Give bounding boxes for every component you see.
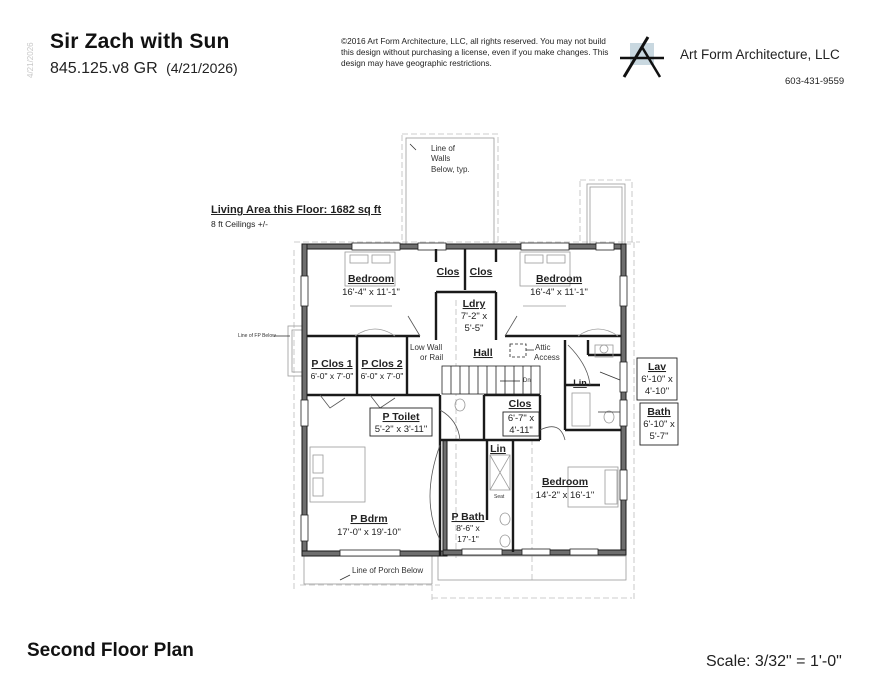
room-lin-1-label: Lin xyxy=(490,443,506,455)
room-p-bath-label: P Bath xyxy=(451,511,484,523)
room-bedroom-nw-label: Bedroom xyxy=(348,273,394,285)
furniture xyxy=(309,251,619,548)
note-walls-below-2: Walls xyxy=(431,154,450,163)
room-ldry-dims-1: 7'-2" x xyxy=(461,311,488,322)
room-p-bath-dims-1: 8'-6" x xyxy=(456,523,480,533)
room-lin-2-label: Lin xyxy=(573,378,587,388)
room-bedroom-se-label: Bedroom xyxy=(542,476,588,488)
dashed-lines-below xyxy=(293,133,640,600)
room-bedroom-nw-dims: 16'-4" x 11'-1" xyxy=(342,287,400,298)
label-boxes xyxy=(369,357,679,446)
room-ldry-label: Ldry xyxy=(463,298,486,310)
room-clos-mid-label: Clos xyxy=(509,398,532,410)
room-clos-2-label: Clos xyxy=(470,266,493,278)
room-lav-label: Lav xyxy=(648,361,666,373)
note-low-wall-1: Low Wall xyxy=(410,343,442,352)
room-p-toilet-label: P Toilet xyxy=(383,411,420,423)
room-clos-mid-dims-1: 6'-7" x xyxy=(508,413,535,424)
room-bedroom-ne-dims: 16'-4" x 11'-1" xyxy=(530,287,588,298)
note-stair-dn: Dn xyxy=(523,378,531,384)
room-bedroom-ne-label: Bedroom xyxy=(536,273,582,285)
interior-walls xyxy=(307,249,621,556)
door-swings xyxy=(319,315,591,541)
note-seat: Seat xyxy=(494,494,505,500)
firm-phone: 603-431-9559 xyxy=(785,76,845,87)
room-lav-dims-2: 4'-10" xyxy=(645,386,669,397)
room-bath-label: Bath xyxy=(647,406,670,418)
note-fp-below: Line of FP Below xyxy=(238,333,276,339)
room-p-clos-2-label: P Clos 2 xyxy=(361,358,402,370)
attic-access-hatch xyxy=(509,343,527,358)
leader-lines xyxy=(274,143,621,581)
plan-code: 845.125.v8 GR (4/21/2026) xyxy=(50,60,238,78)
room-clos-mid-dims-2: 4'-11" xyxy=(509,425,533,436)
note-walls-below-1: Line of xyxy=(431,144,456,153)
room-hall-label: Hall xyxy=(473,347,492,359)
plan-code-value: 845.125.v8 GR xyxy=(50,60,158,77)
plan-title: Second Floor Plan xyxy=(27,640,194,661)
staircase xyxy=(441,365,541,395)
plan-date: (4/21/2026) xyxy=(166,60,238,76)
plan-name: Sir Zach with Sun xyxy=(50,30,230,53)
room-p-toilet-dims: 5'-2" x 3'-11" xyxy=(375,424,427,435)
plan-scale: Scale: 3/32" = 1'-0" xyxy=(706,653,842,670)
room-bath-dims-1: 6'-10" x xyxy=(643,419,675,430)
room-bedroom-se-dims: 14'-2" x 16'-1" xyxy=(536,490,594,501)
room-p-bdrm-label: P Bdrm xyxy=(350,513,387,525)
room-p-bath-dims-2: 17'-1" xyxy=(457,534,479,544)
note-low-wall-2: or Rail xyxy=(420,353,443,362)
room-p-clos-1-label: P Clos 1 xyxy=(311,358,352,370)
living-area-label: Living Area this Floor: 1682 sq ft xyxy=(211,204,382,216)
firm-name: Art Form Architecture, LLC xyxy=(680,47,840,62)
room-p-clos-2-dims: 6'-0" x 7'-0" xyxy=(361,371,404,381)
note-attic-1: Attic xyxy=(535,343,551,352)
af-logo-icon xyxy=(620,36,664,78)
room-p-clos-1-dims: 6'-0" x 7'-0" xyxy=(311,371,354,381)
copyright-notice: ©2016 Art Form Architecture, LLC, all ri… xyxy=(341,36,609,68)
note-attic-2: Access xyxy=(534,353,560,362)
room-ldry-dims-2: 5'-5" xyxy=(465,323,484,334)
note-porch-below: Line of Porch Below xyxy=(352,566,423,575)
note-walls-below-3: Below, typ. xyxy=(431,165,470,174)
room-lav-dims-1: 6'-10" x xyxy=(641,374,673,385)
room-p-bdrm-dims: 17'-0" x 19'-10" xyxy=(337,527,401,538)
windows xyxy=(300,242,628,557)
room-bath-dims-2: 5'-7" xyxy=(650,431,669,442)
room-clos-1-label: Clos xyxy=(437,266,460,278)
ceiling-height-note: 8 ft Ceilings +/- xyxy=(211,219,268,229)
